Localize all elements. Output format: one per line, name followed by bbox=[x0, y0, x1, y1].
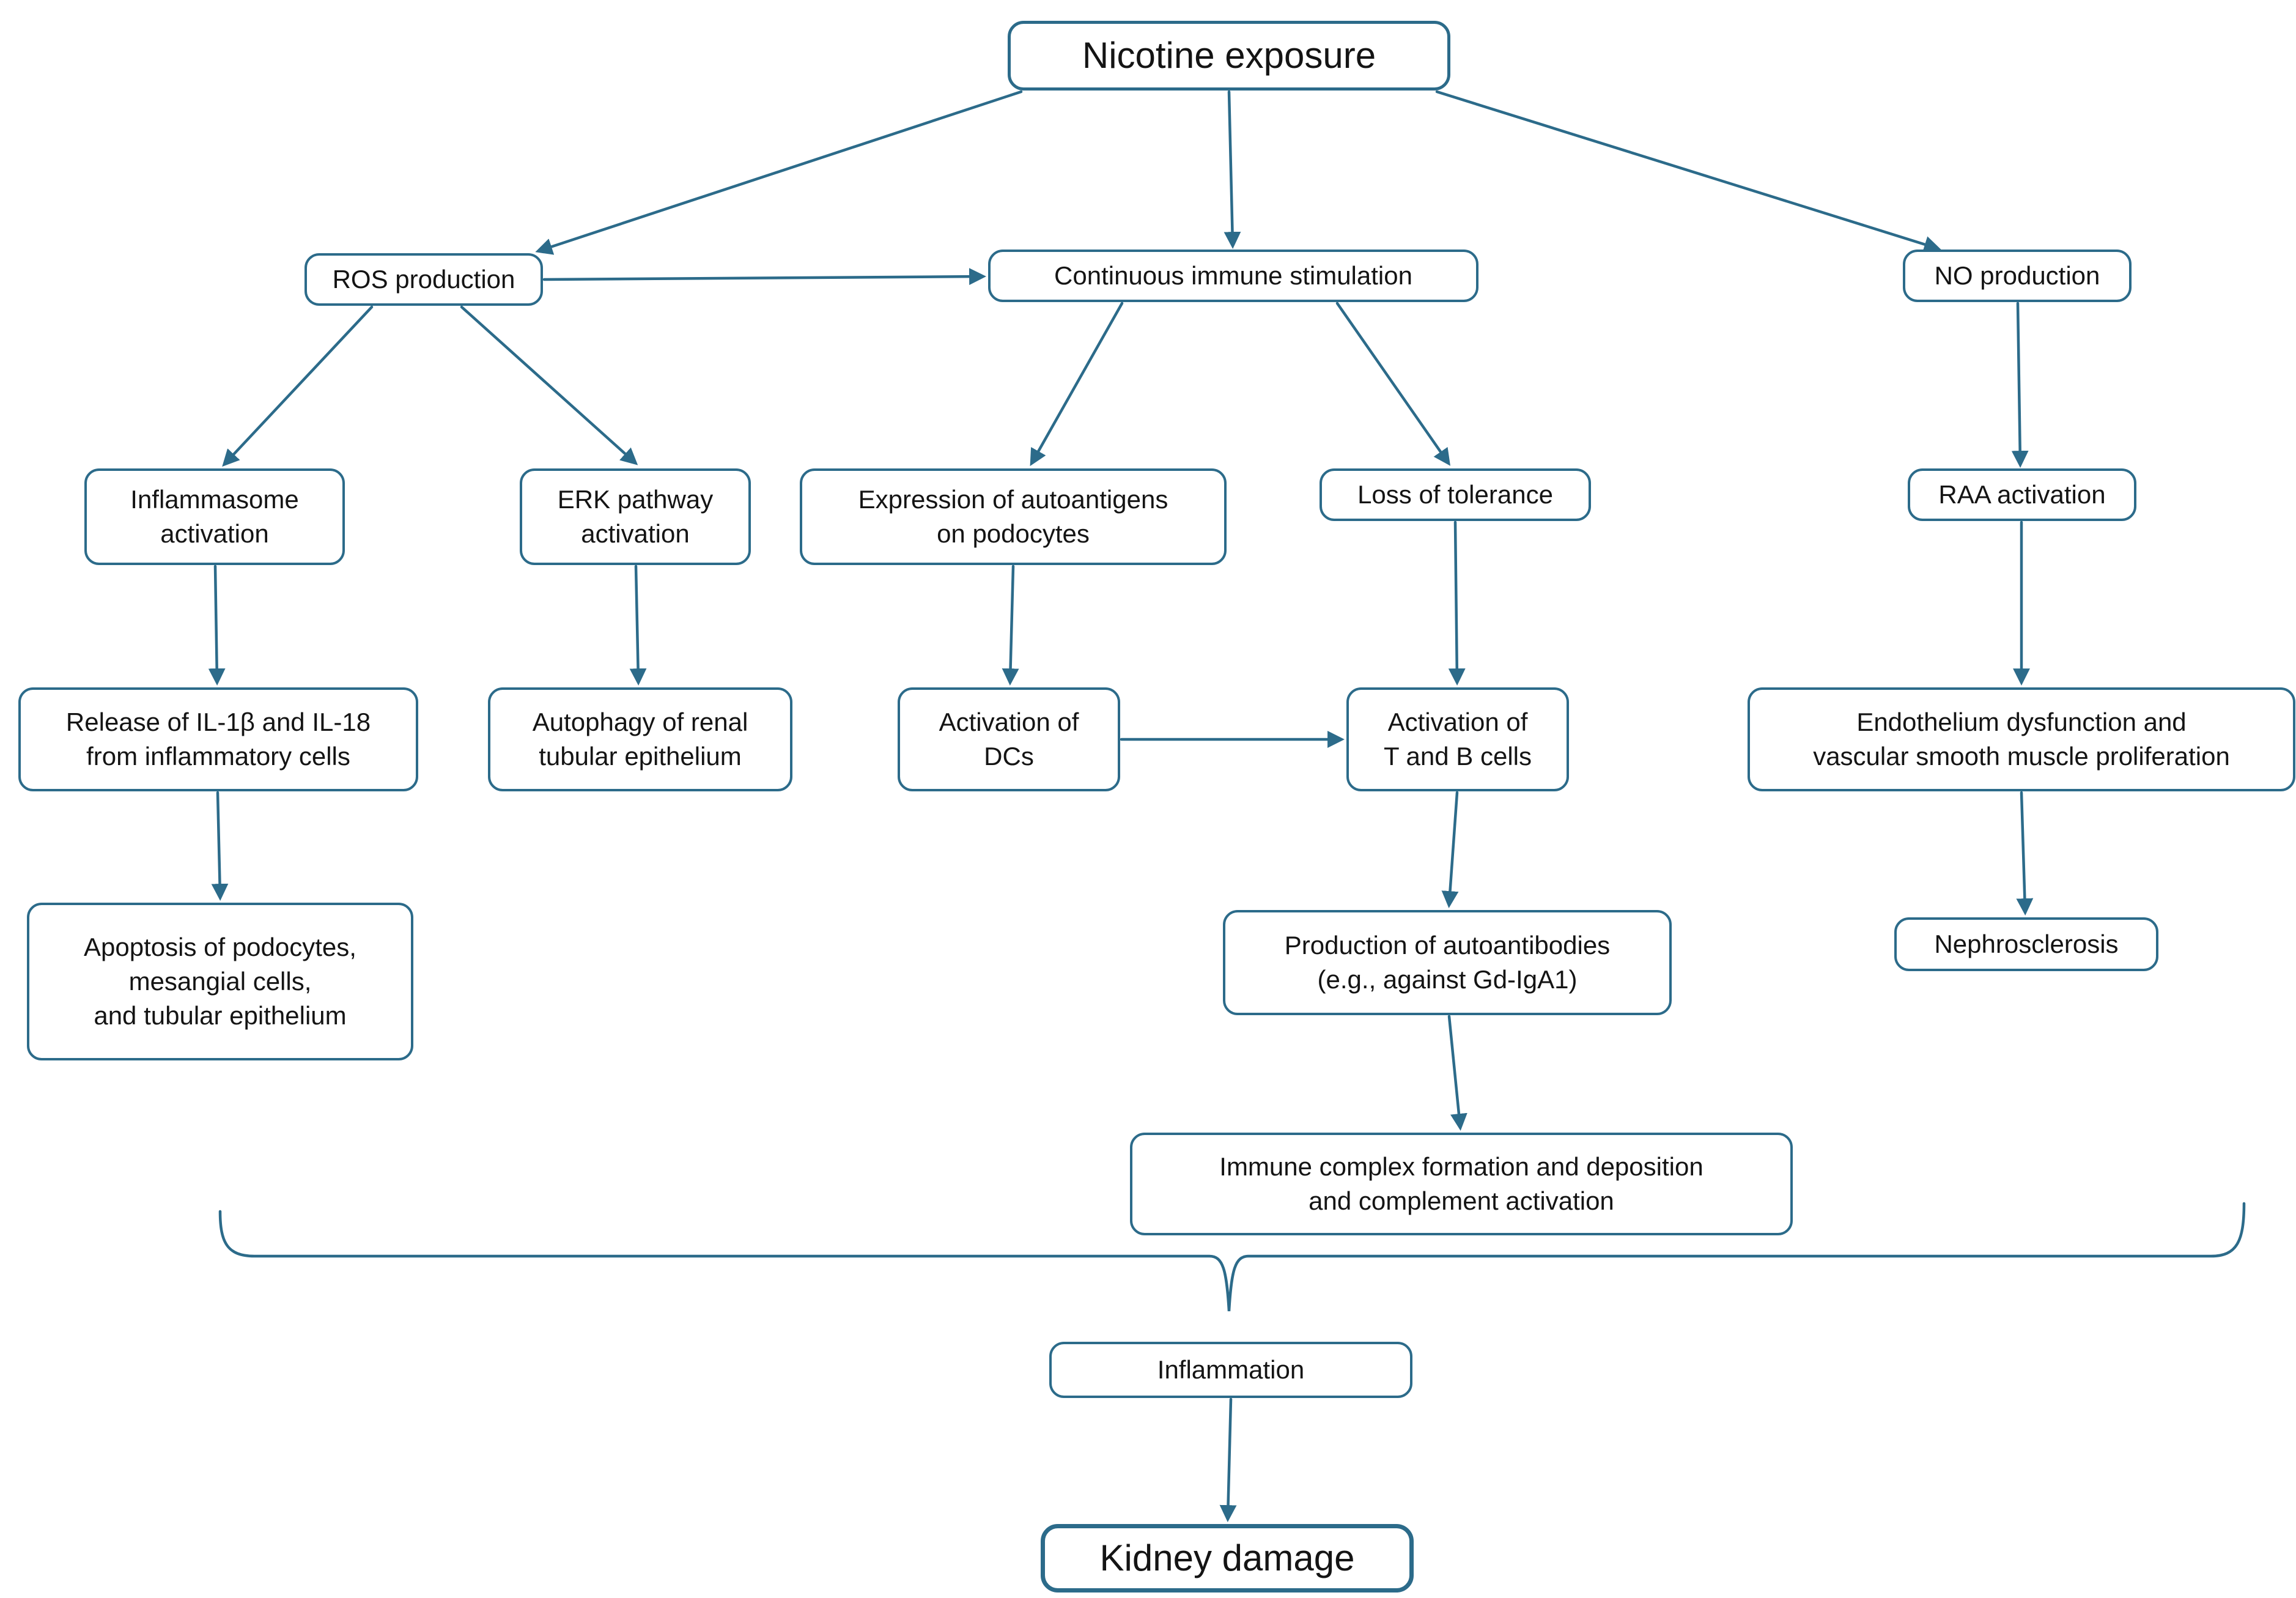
arrow-erk-to-autophagy bbox=[629, 564, 647, 686]
node-inflammation: Inflammation bbox=[1049, 1342, 1412, 1398]
arrow-nicotine-to-continuous-immune-stimulation bbox=[1224, 90, 1241, 249]
node-autophagy-renal-tubular: Autophagy of renal tubular epithelium bbox=[488, 687, 792, 791]
arrow-no-to-raa bbox=[2011, 301, 2029, 468]
arrow-expression-to-dcs bbox=[1002, 564, 1019, 686]
node-inflammasome-activation: Inflammasome activation bbox=[84, 468, 345, 565]
arrow-ros-to-inflammasome bbox=[222, 305, 374, 467]
node-kidney-damage: Kidney damage bbox=[1041, 1524, 1414, 1592]
arrow-t-and-b-to-autoantibodies bbox=[1441, 791, 1459, 908]
node-loss-of-tolerance: Loss of tolerance bbox=[1320, 468, 1591, 521]
node-raa-activation: RAA activation bbox=[1908, 468, 2136, 521]
node-immune-complex-formation: Immune complex formation and deposition … bbox=[1130, 1133, 1793, 1235]
arrow-release-to-apoptosis bbox=[211, 791, 229, 901]
arrow-nicotine-to-ros bbox=[535, 90, 1023, 255]
arrow-inflammasome-to-release bbox=[208, 564, 226, 686]
node-activation-of-dcs: Activation of DCs bbox=[898, 687, 1120, 791]
node-erk-pathway-activation: ERK pathway activation bbox=[520, 468, 751, 565]
arrow-cis-to-expression bbox=[1030, 301, 1124, 467]
arrow-inflammation-to-kidney-damage bbox=[1219, 1397, 1237, 1522]
arrow-nicotine-to-no-production bbox=[1435, 90, 1941, 253]
node-continuous-immune-stimulation: Continuous immune stimulation bbox=[988, 250, 1478, 302]
merge-brace bbox=[218, 1202, 2246, 1312]
node-ros-production: ROS production bbox=[305, 253, 543, 306]
arrow-autoantibodies-to-immune-complex bbox=[1447, 1015, 1467, 1131]
arrow-ros-to-erk bbox=[460, 305, 638, 465]
node-production-of-autoantibodies: Production of autoantibodies (e.g., agai… bbox=[1223, 910, 1672, 1015]
node-activation-of-t-and-b-cells: Activation of T and B cells bbox=[1346, 687, 1569, 791]
arrow-loss-to-t-and-b-cells bbox=[1448, 520, 1466, 686]
node-apoptosis: Apoptosis of podocytes, mesangial cells,… bbox=[27, 903, 413, 1060]
node-endothelium-dysfunction: Endothelium dysfunction and vascular smo… bbox=[1748, 687, 2295, 791]
node-no-production: NO production bbox=[1903, 250, 2132, 302]
arrow-ros-to-continuous-immune-stimulation bbox=[542, 268, 986, 286]
node-expression-of-autoantigens: Expression of autoantigens on podocytes bbox=[800, 468, 1227, 565]
node-nephrosclerosis: Nephrosclerosis bbox=[1894, 917, 2158, 971]
node-release-il1b-il18: Release of IL-1β and IL-18 from inflamma… bbox=[18, 687, 418, 791]
node-nicotine-exposure: Nicotine exposure bbox=[1008, 21, 1450, 91]
arrow-endothelium-to-nephrosclerosis bbox=[2016, 791, 2034, 916]
arrow-cis-to-loss-of-tolerance bbox=[1335, 301, 1450, 466]
